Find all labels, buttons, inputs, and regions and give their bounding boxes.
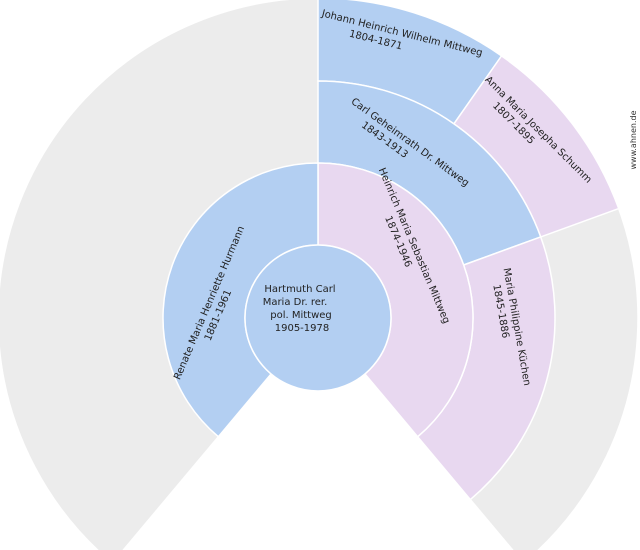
segment-root-person[interactable]: [244, 244, 392, 392]
root-person-name-line-3: pol. Mittweg: [270, 310, 332, 321]
watermark: www.ahnen.de: [629, 110, 638, 169]
root-person-label: Hartmuth Carl Maria Dr. rer. pol. Mittwe…: [263, 284, 336, 334]
root-person-dates: 1905-1978: [275, 323, 330, 334]
root-person-name-line-2: Maria Dr. rer.: [263, 297, 328, 308]
root-person-name-line-1: Hartmuth Carl: [264, 284, 335, 295]
